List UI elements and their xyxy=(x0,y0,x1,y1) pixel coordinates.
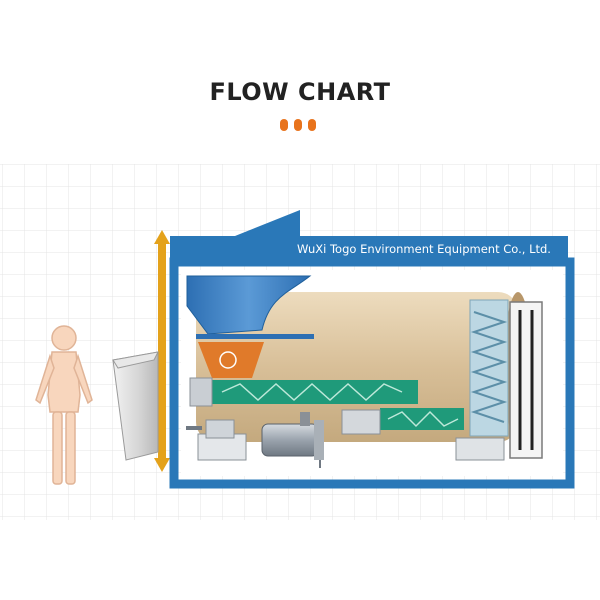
person-icon xyxy=(35,325,93,485)
dot xyxy=(294,119,302,131)
hopper-icon xyxy=(186,275,314,378)
screw-conveyor-icon xyxy=(341,408,464,435)
company-name: WuXi Togo Environment Equipment Co., Ltd… xyxy=(297,242,551,256)
fan-unit xyxy=(186,419,247,461)
loading-arrow-icon xyxy=(154,230,170,472)
storage-bin xyxy=(112,351,159,461)
bucket-elevator-icon xyxy=(455,299,543,461)
page-title: FLOW CHART xyxy=(209,78,391,106)
dot xyxy=(280,119,288,131)
dot xyxy=(308,119,316,131)
motor-icon xyxy=(261,412,324,468)
title-decoration-dots xyxy=(280,119,320,131)
screw-conveyor-icon xyxy=(189,377,418,407)
